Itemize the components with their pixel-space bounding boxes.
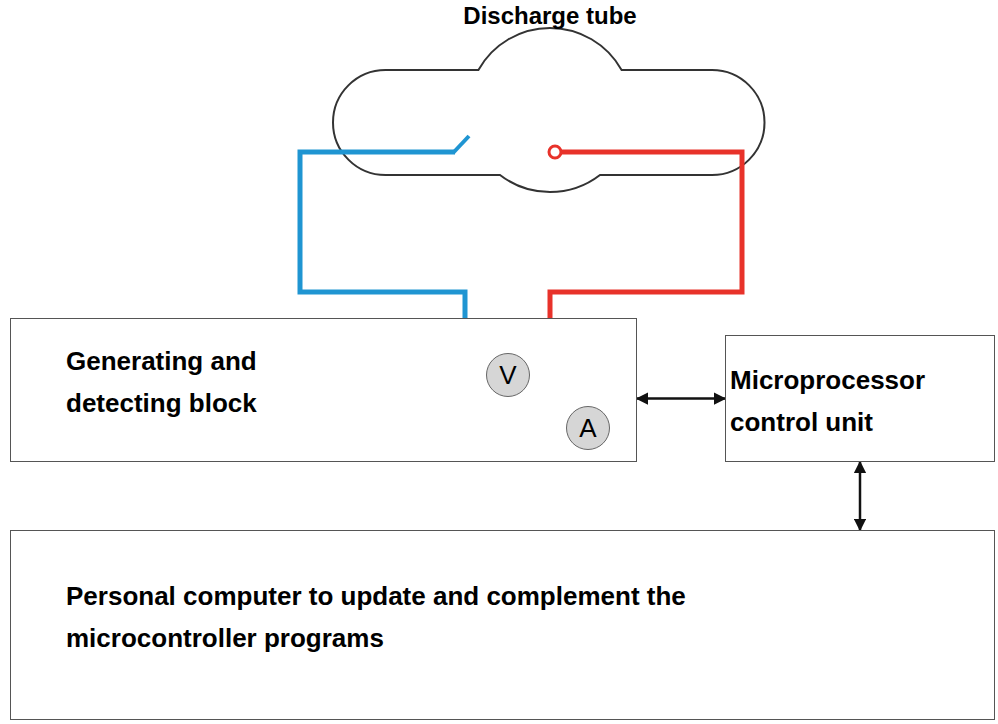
discharge-tube <box>333 28 765 192</box>
connector-arrow <box>859 462 862 530</box>
voltmeter-symbol: V <box>486 353 530 397</box>
process-box: Personal computer to update and compleme… <box>10 530 995 720</box>
meter-letter: A <box>579 415 596 441</box>
cathode <box>453 136 469 153</box>
process-box: Generating and detecting block V A <box>10 318 637 462</box>
connector-arrow <box>637 397 725 400</box>
meter-letter: V <box>499 362 516 388</box>
box-text: Personal computer to update and compleme… <box>66 576 686 659</box>
box-text: Microprocessor control unit <box>730 360 985 443</box>
process-box: Microprocessor control unit <box>725 335 995 462</box>
anode <box>549 146 561 158</box>
ammeter-symbol: A <box>566 406 610 450</box>
box-text: Generating and detecting block <box>66 341 356 424</box>
heading-label: Discharge tube <box>463 2 636 30</box>
